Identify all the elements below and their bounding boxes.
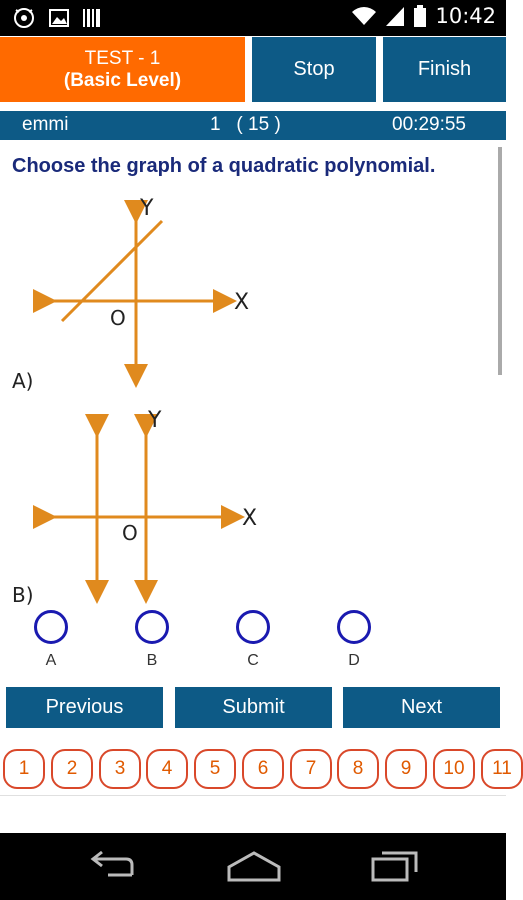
wifi-icon <box>352 7 377 25</box>
graph-b-origin-label: O <box>122 521 138 545</box>
total-questions: ( 15 ) <box>236 114 281 135</box>
question-number-strip[interactable]: 1 2 3 4 5 6 7 8 9 10 11 <box>0 747 523 795</box>
option-b-label: B <box>146 652 158 669</box>
question-pill-11[interactable]: 11 <box>481 749 523 789</box>
recent-apps-icon[interactable] <box>370 849 420 883</box>
back-icon[interactable] <box>86 850 138 883</box>
system-nav-bar <box>0 833 506 900</box>
graph-a-label: A) <box>12 369 34 393</box>
question-area[interactable]: Choose the graph of a quadratic polynomi… <box>0 143 506 607</box>
status-right-icons: 10:42 <box>351 4 496 28</box>
question-pill-7[interactable]: 7 <box>290 749 332 789</box>
question-counter: 1 ( 15 ) <box>210 114 281 136</box>
divider <box>0 795 506 796</box>
question-pill-10[interactable]: 10 <box>433 749 475 789</box>
option-c-label: C <box>247 652 259 669</box>
test-level: (Basic Level) <box>63 69 182 91</box>
option-c-radio[interactable] <box>236 610 270 644</box>
stop-button[interactable]: Stop <box>252 37 376 102</box>
image-icon <box>49 9 69 27</box>
info-bar: emmi 1 ( 15 ) 00:29:55 <box>0 111 506 140</box>
alarm-icon <box>14 8 34 28</box>
home-icon[interactable] <box>226 849 282 883</box>
test-title-block: TEST - 1 (Basic Level) <box>0 37 245 102</box>
timer: 00:29:55 <box>392 114 466 135</box>
question-number: 1 <box>210 114 221 135</box>
graph-a: Y X O <box>33 196 249 388</box>
test-title: TEST - 1 <box>84 47 161 69</box>
scrollbar-thumb[interactable] <box>498 147 502 375</box>
status-left-icons <box>12 6 102 30</box>
answer-options: A B C D <box>0 608 506 678</box>
question-pill-8[interactable]: 8 <box>337 749 379 789</box>
status-time: 10:42 <box>435 4 496 28</box>
graph-b-x-label: X <box>242 506 257 531</box>
test-header: TEST - 1 (Basic Level) Stop Finish <box>0 37 506 103</box>
option-d-label: D <box>348 652 360 669</box>
question-pill-4[interactable]: 4 <box>146 749 188 789</box>
option-b-radio[interactable] <box>135 610 169 644</box>
finish-button[interactable]: Finish <box>383 37 506 102</box>
next-button[interactable]: Next <box>343 687 500 728</box>
option-d-radio[interactable] <box>337 610 371 644</box>
graph-b-label: B) <box>12 583 34 607</box>
status-bar: 10:42 <box>0 0 506 36</box>
submit-button[interactable]: Submit <box>175 687 332 728</box>
previous-button[interactable]: Previous <box>6 687 163 728</box>
question-pill-3[interactable]: 3 <box>99 749 141 789</box>
question-text: Choose the graph of a quadratic polynomi… <box>12 155 436 177</box>
question-pill-2[interactable]: 2 <box>51 749 93 789</box>
user-name: emmi <box>22 114 69 135</box>
option-a-radio[interactable] <box>34 610 68 644</box>
graph-b-y-label: Y <box>147 408 162 433</box>
question-pill-1[interactable]: 1 <box>3 749 45 789</box>
graph-a-y-label: Y <box>139 196 154 221</box>
question-pill-6[interactable]: 6 <box>242 749 284 789</box>
question-pill-9[interactable]: 9 <box>385 749 427 789</box>
option-a-label: A <box>45 652 57 669</box>
barcode-icon <box>83 9 100 27</box>
graph-b: Y X O <box>33 408 257 604</box>
battery-icon <box>414 5 427 27</box>
graph-a-origin-label: O <box>110 306 126 330</box>
graph-a-x-label: X <box>234 290 249 315</box>
question-pill-5[interactable]: 5 <box>194 749 236 789</box>
signal-icon <box>386 7 405 26</box>
